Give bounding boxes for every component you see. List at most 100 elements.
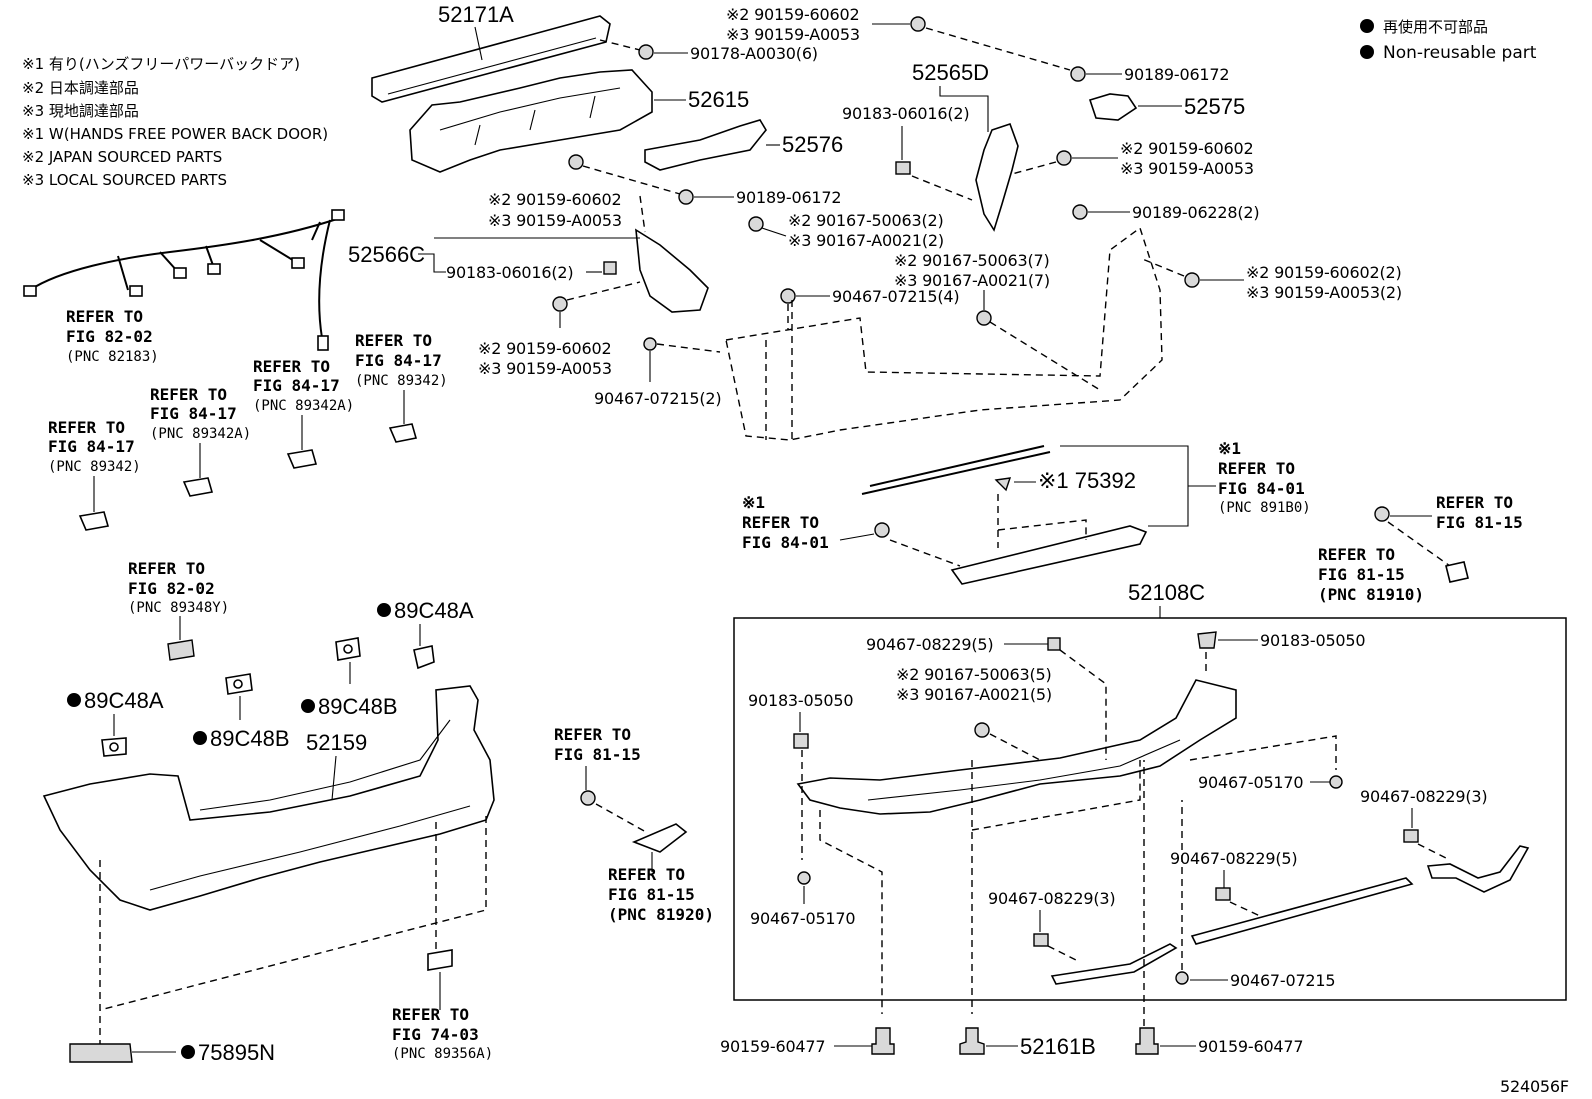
part-52161B[interactable]: 52161B [959,1027,1096,1059]
pad-icon [413,645,435,670]
fastener-90189-06172-a[interactable]: 90189-06172 [1070,65,1230,84]
ref-line: REFER TO [742,513,819,532]
ref-fig-74-03[interactable]: REFER TO FIG 74-03 (PNC 89356A) [392,949,493,1062]
ref-fig-81-15-c[interactable]: REFER TO FIG 81-15 [554,725,647,833]
nut-icon [678,189,694,205]
bolt-icon [1056,150,1072,166]
ref-line: ※1 [742,493,765,512]
fastener-90167-c[interactable]: ※2 90167-50063(5) ※3 90167-A0021(5) [896,665,1052,761]
label-52566C: 52566C [348,242,425,267]
label-90167-A0021-c: ※3 90167-A0021(5) [896,685,1052,704]
ref-line: REFER TO [48,418,125,437]
fastener-90159-2[interactable]: ※2 90159-60602(2) ※3 90159-A0053(2) [1139,257,1402,302]
sensor-strip [950,525,1148,585]
label-90167-A0021-b: ※3 90167-A0021(7) [894,271,1050,290]
fastener-90183-05050-b[interactable]: 90183-05050 [748,691,854,860]
molding-shape [1426,845,1530,893]
part-75895N[interactable]: 75895N [69,816,487,1065]
fastener-90189-06228[interactable]: 90189-06228(2) [1072,203,1260,222]
label-90159-60602-right: ※2 90159-60602 [1120,139,1253,158]
part-52615[interactable]: 52615 [409,69,749,173]
fastener-90467-05170-b[interactable]: 90467-05170 [750,871,856,928]
upper-bumper-assembly[interactable] [725,226,1163,441]
ref-pnc: (PNC 89342) [48,459,141,475]
ref-fig-81-15-a[interactable]: REFER TO FIG 81-15 [1374,493,1523,567]
wire-harness[interactable] [23,209,345,351]
fastener-90467-05170-a[interactable]: 90467-05170 [1189,735,1343,792]
ref-fig-84-01-a[interactable]: ※1 REFER TO FIG 84-01 [742,493,890,552]
label-90167-50063-c: ※2 90167-50063(5) [896,665,1052,684]
fastener-90159-60477-a[interactable]: 90159-60477 [720,1027,895,1056]
clip-icon [874,522,890,538]
non-reusable-dot-icon [181,1045,195,1059]
ref-fig-84-17-a[interactable]: REFER TO FIG 84-17 (PNC 89342) [355,331,448,443]
fastener-90183-06016-a[interactable]: 90183-06016(2) [842,104,973,201]
clip-icon [959,1027,985,1055]
screw-icon [976,310,992,326]
label-75895N: 75895N [198,1040,275,1065]
label-90467-07215-4: 90467-07215(4) [832,287,959,306]
connector-icon [129,285,143,297]
ref-fig-82-02-a[interactable]: REFER TO FIG 82-02 (PNC 82183) [66,307,159,365]
fastener-90467-08229-5a[interactable]: 90467-08229(5) [866,635,1107,760]
label-52159: 52159 [306,730,367,755]
bracket-shape [975,122,1019,232]
ref-line: (PNC 81910) [1318,585,1424,604]
part-52565D[interactable]: 52565D [912,60,1019,232]
reflector-icon [1445,561,1469,583]
fastener-90167-b[interactable]: ※2 90167-50063(7) ※3 90167-A0021(7) [894,251,1101,391]
fastener-90467-07215-4[interactable]: 90467-07215(4) [780,287,960,330]
fastener-90159-top[interactable]: ※2 90159-60602 ※3 90159-A0053 [726,5,1071,71]
label-90189-06228: 90189-06228(2) [1132,203,1259,222]
bracket-shape [635,228,709,313]
part-52576[interactable]: 52576 [644,119,843,171]
fastener-90467-08229-3b[interactable]: 90467-08229(3) [988,889,1178,985]
fastener-90159-c-right[interactable]: ※2 90159-60602 ※3 90159-A0053 [1011,139,1254,178]
ref-fig-82-02-b[interactable]: REFER TO FIG 82-02 (PNC 89348Y) [128,559,229,661]
nut-icon [994,477,1012,492]
bolt-icon [552,296,568,312]
part-89C48B-a[interactable]: 89C48B [301,637,398,719]
group-52108C[interactable]: 52108C 90467-08229(5) 90183-05050 ※2 901… [733,580,1567,1014]
clip-icon [1403,829,1419,843]
ref-fig-84-01-b[interactable]: ※1 REFER TO FIG 84-01 (PNC 891B0) [1060,439,1311,527]
fastener-90467-08229-3a[interactable]: 90467-08229(3) [1360,787,1488,861]
fastener-90167-a[interactable]: ※2 90167-50063(2) ※3 90167-A0021(2) [748,211,944,250]
molding-right[interactable] [1426,845,1530,893]
part-89C48A-left[interactable]: 89C48A [67,688,164,757]
fastener-90159-d[interactable] [552,281,641,328]
ref-fig-84-17-c[interactable]: REFER TO FIG 84-17 (PNC 89342A) [150,385,251,497]
part-52171A[interactable]: 52171A [371,2,611,103]
ref-line: REFER TO [1218,459,1295,478]
part-52575[interactable]: 52575 [1088,93,1245,121]
bolt-icon [910,16,926,32]
part-89C48B-b[interactable]: 89C48B [193,673,290,751]
label-90159-A0053-top: ※3 90159-A0053 [726,25,860,44]
ref-line: FIG 81-15 [1318,565,1405,584]
connector-icon [291,257,305,269]
ref-fig-84-17-b[interactable]: REFER TO FIG 84-17 (PNC 89342A) [253,357,354,469]
ref-fig-81-15-d[interactable]: REFER TO FIG 81-15 (PNC 81920) [608,823,714,924]
part-89C48A-top[interactable]: 89C48A [377,598,474,670]
fastener-90183-05050-a[interactable]: 90183-05050 [1197,631,1366,676]
legend-non-reusable-jp: 再使用不可部品 [1383,18,1488,36]
fastener-90159-60477-b[interactable]: 90159-60477 [1135,760,1304,1056]
fastener-90159-b[interactable]: ※2 90159-60602 ※3 90159-A0053 [488,154,681,230]
fastener-90189-06172-b[interactable]: 90189-06172 [678,188,842,207]
fastener-90467-07215[interactable]: 90467-07215 [1175,800,1336,990]
ref-fig-81-15-b[interactable]: REFER TO FIG 81-15 (PNC 81910) [1318,545,1469,604]
part-75392[interactable]: ※1 75392 [861,445,1148,585]
ref-fig-84-17-d[interactable]: REFER TO FIG 84-17 (PNC 89342) [48,418,141,531]
fastener-90467-08229-5b[interactable]: 90467-08229(5) [1170,849,1414,945]
bolt-icon [1184,272,1200,288]
ref-pnc: (PNC 89348Y) [128,600,229,616]
fastener-90178[interactable]: 90178-A0030(6) [599,39,818,63]
fastener-90183-06016-b[interactable]: 90183-06016(2) [446,261,617,282]
bolt-icon [580,790,596,806]
part-52566C[interactable]: 52566C [348,195,709,313]
note-line: ※1 有り(ハンズフリーパワーバックドア) [22,55,300,73]
fastener-90159-c[interactable]: ※2 90159-60602 ※3 90159-A0053 90467-0721… [478,337,722,408]
label-90159-A0053-b: ※3 90159-A0053 [488,211,622,230]
bolt-icon [643,337,657,351]
part-52159[interactable]: 52159 [42,685,495,911]
